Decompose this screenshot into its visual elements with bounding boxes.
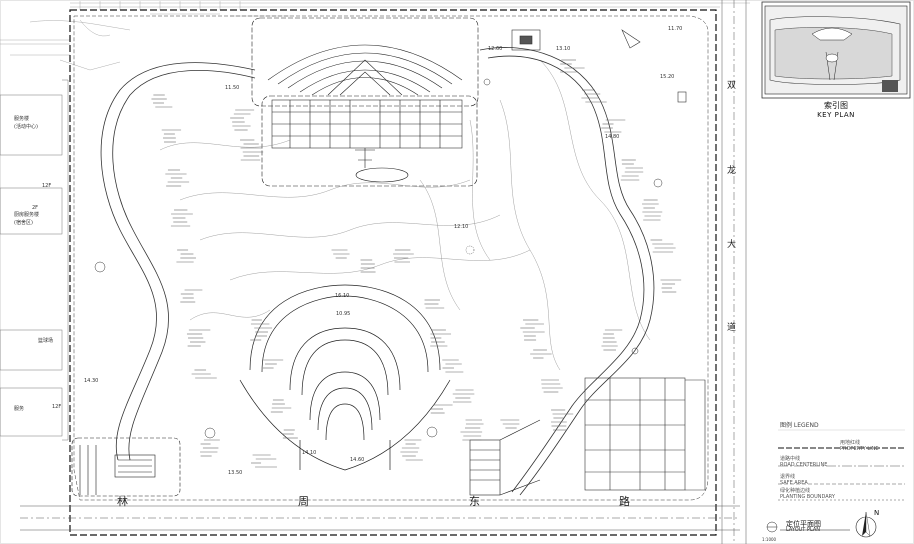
north-label: N — [874, 509, 880, 517]
building-label: (活动中心) — [14, 124, 38, 130]
building-label: 厨房服务楼 — [14, 212, 40, 218]
elevation-label: 10.95 — [336, 311, 351, 317]
key-plan-title-cn: 索引图 — [824, 101, 848, 110]
elevation-label: 11.70 — [668, 26, 683, 32]
legend-item-en: PLANTING BOUNDARY — [780, 494, 835, 500]
winding-path-west — [100, 62, 256, 461]
court-label: 篮球场 — [38, 338, 54, 344]
winding-path-east — [479, 47, 655, 496]
north-arrow-icon — [855, 511, 877, 538]
legend-item-en: PROPERTY LINE — [840, 446, 879, 452]
south-road-char: 路 — [619, 495, 630, 508]
elevation-label: 13.10 — [556, 46, 571, 52]
elevation-label: 14.30 — [84, 378, 99, 384]
east-road-lines — [721, 0, 747, 544]
drawing-title-en: LAYOUT PLAN — [786, 527, 821, 533]
legend-item-cn: 绿化种植边线 — [780, 488, 811, 494]
legend-item-cn: 退界线 — [780, 474, 796, 480]
upper-left-linework — [0, 19, 131, 71]
south-road-char: 东 — [469, 495, 480, 508]
southwest-entrance-plaza — [71, 437, 181, 497]
east-road-char: 双 — [727, 81, 737, 91]
east-road-char: 道 — [727, 323, 737, 333]
legend-item-cn: 用地红线 — [840, 440, 861, 446]
trees — [94, 78, 663, 439]
key-plan-panel — [761, 1, 911, 99]
northeast-structure — [511, 29, 687, 103]
safe-area-line — [73, 15, 709, 501]
southeast-courts — [584, 377, 706, 491]
legend-item-cn: 道路中线 — [780, 456, 801, 462]
floor-label: 12F — [52, 404, 62, 410]
floor-label: 2F — [32, 205, 39, 211]
south-road-lines — [20, 505, 740, 531]
key-plan-title-en: KEY PLAN — [817, 111, 855, 119]
property-boundary-line — [69, 9, 717, 536]
elevation-label: 14.10 — [302, 450, 317, 456]
elevation-label: 16.10 — [335, 293, 350, 299]
elevation-label: 11.50 — [225, 85, 240, 91]
elevation-label: 15.20 — [660, 74, 675, 80]
drawing-title-cn: 定位平面图 — [786, 520, 821, 528]
south-road-char: 周 — [298, 495, 309, 508]
title-block — [766, 521, 850, 533]
east-road-char: 龙 — [727, 166, 737, 176]
elevation-label: 12.10 — [454, 224, 469, 230]
terrain-contours — [159, 59, 651, 371]
drawing-scale: 1:1000 — [762, 537, 777, 542]
legend-item-en: ROAD CENTERLINE — [780, 462, 828, 468]
building-label: (宿舍区) — [14, 220, 33, 226]
floor-label: 12F — [42, 183, 52, 189]
east-road-char: 大 — [727, 240, 737, 250]
south-central-entrance — [469, 419, 541, 496]
planting-annotation-marks — [151, 59, 682, 468]
main-building-complex — [251, 17, 479, 187]
elevation-label: 14.80 — [605, 134, 620, 140]
building-label: 服务 — [14, 406, 25, 412]
legend-item-en: SAFE AREA — [780, 480, 808, 486]
legend-symbols — [778, 429, 905, 501]
elevation-label: 12.60 — [488, 46, 503, 52]
elevation-label: 14.60 — [350, 457, 365, 463]
legend-title: 图例 LEGEND — [780, 422, 819, 429]
south-road-char: 林 — [117, 495, 128, 508]
elevation-label: 13.50 — [228, 470, 243, 476]
central-amphitheatre — [239, 284, 451, 471]
left-building-outlines — [0, 79, 69, 441]
building-label: 服务楼 — [14, 116, 30, 122]
